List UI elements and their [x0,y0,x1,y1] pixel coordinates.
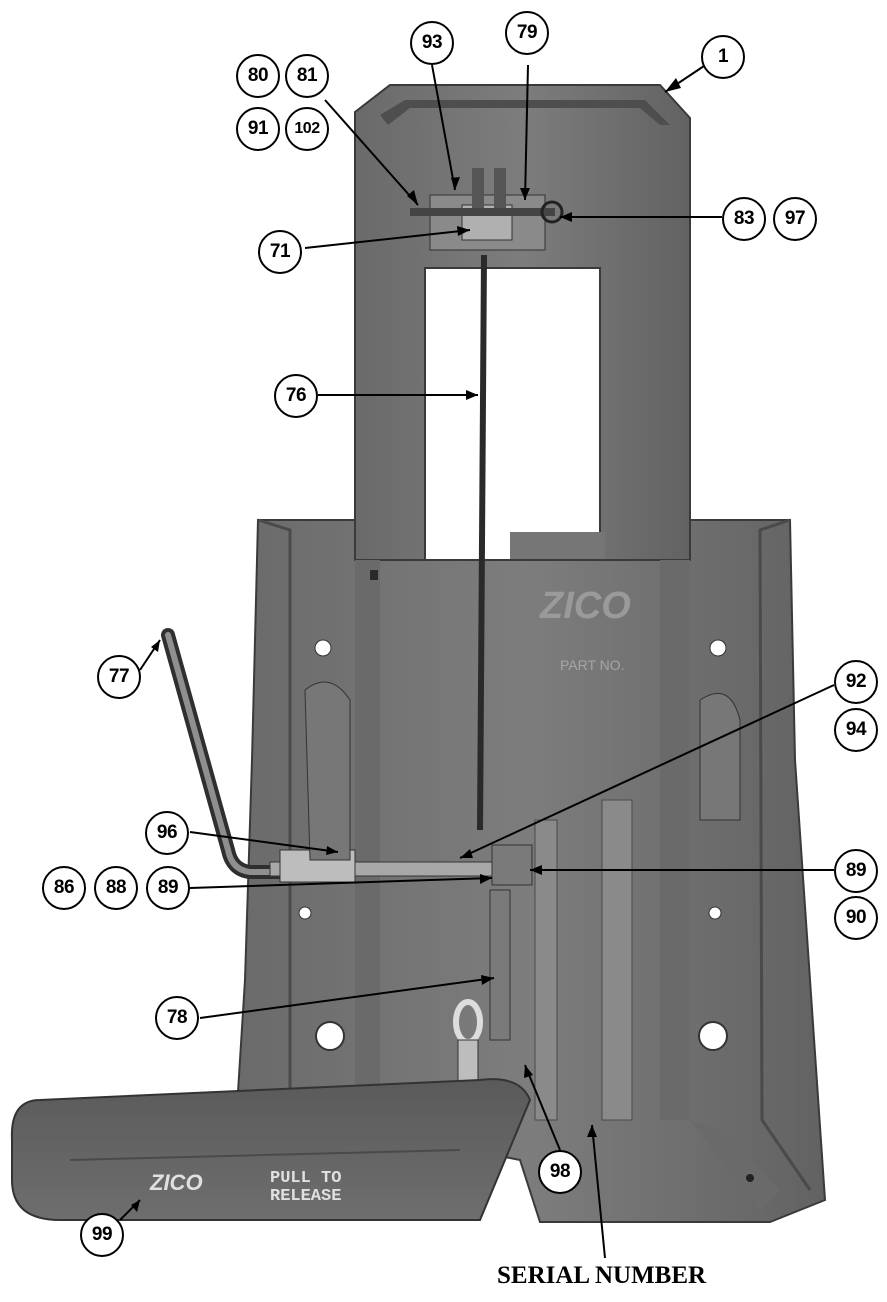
callout-93: 93 [410,21,454,65]
callout-90: 90 [834,896,878,940]
frame-logo: ZICO [539,585,631,627]
callout-99: 99 [80,1213,124,1257]
latch-assembly [410,168,564,251]
strap-text-2: RELEASE [270,1187,341,1206]
strap-logo: ZICO [149,1170,203,1195]
callout-88: 88 [94,866,138,910]
leader-arrows [131,78,681,1212]
mounting-holes [298,639,754,1182]
leader-lines [119,59,835,1259]
cross-shaft [269,681,741,1041]
serial-number-label: SERIAL NUMBER [497,1262,707,1289]
callout-102: 102 [285,107,329,151]
strap-text-1: PULL TO [270,1169,341,1188]
callout-1: 1 [701,35,745,79]
callout-76: 76 [274,374,318,418]
callout-77: 77 [97,655,141,699]
callout-71: 71 [258,230,302,274]
callout-91: 91 [236,107,280,151]
callout-96: 96 [145,811,189,855]
callout-80: 80 [236,54,280,98]
callout-89-right: 89 [834,849,878,893]
callout-79: 79 [505,11,549,55]
callout-92: 92 [834,660,878,704]
callout-83: 83 [722,197,766,241]
callout-89-left: 89 [146,866,190,910]
callout-78: 78 [155,996,199,1040]
callout-94: 94 [834,708,878,752]
actuator-rod [477,254,487,831]
frame-partno: PART NO. [560,657,625,673]
callout-81: 81 [285,54,329,98]
callout-97: 97 [773,197,817,241]
release-strap: ZICO PULL TO RELEASE [10,1078,532,1221]
callout-86: 86 [42,866,86,910]
callout-98: 98 [538,1150,582,1194]
